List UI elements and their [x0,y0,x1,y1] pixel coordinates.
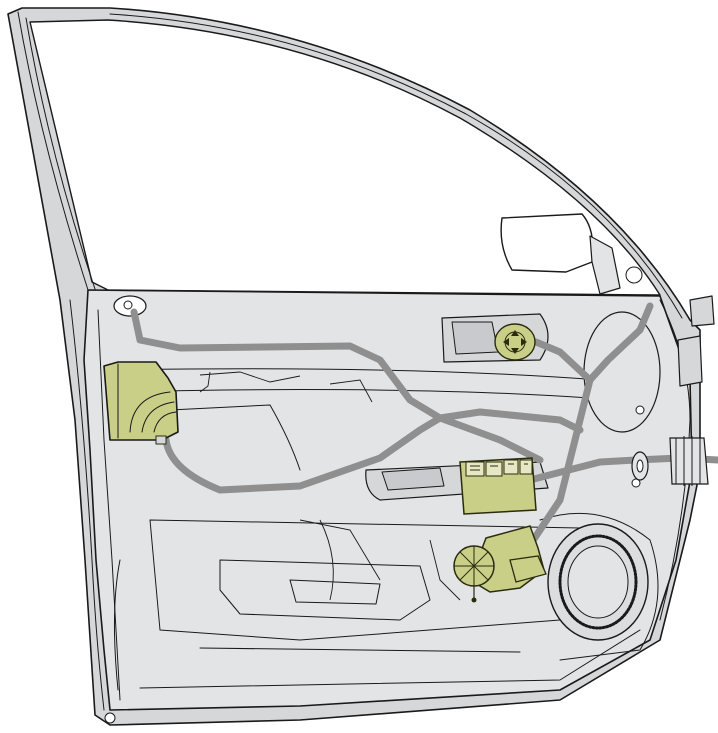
panel-hole [635,405,645,415]
mirror-adjust-switch [494,323,536,361]
wiring-harness [130,302,718,564]
side-mirror [500,213,594,273]
pull-handle [381,467,445,491]
hinge-bracket [689,295,715,327]
thin-wires [199,371,461,601]
speaker-cone [567,545,629,619]
panel-contour [219,559,431,621]
frame-top-line [109,13,683,319]
harness-branch [162,414,444,494]
harness-branch [532,302,654,384]
speaker-ring [558,534,638,630]
door-wiring-boot [631,436,709,486]
window-switch-panel [459,457,537,515]
panel-hole [631,478,641,488]
harness-branch [130,308,584,434]
panel-contour [199,647,521,653]
panel-contour [139,629,641,689]
hinge-bracket [677,335,703,387]
frame-inner-line-2 [25,17,97,293]
door-control-module [103,361,179,445]
panel-hole [104,712,116,724]
harness-branch [516,376,594,564]
panel-contour [289,579,381,605]
panel-contour [113,559,121,691]
panel-edge-strip [659,299,691,621]
latch-handle [451,321,499,355]
switch-button [465,461,485,477]
switch-button [485,461,503,477]
panel-edge-strip [69,299,105,711]
mirror-bracket [589,235,621,295]
switch-button [503,459,519,475]
panel-contour [109,368,601,381]
window-regulator-motor [453,525,547,603]
speaker-recess [539,512,659,661]
mirror-mount-screw [625,266,643,284]
frame-inner-line [17,11,89,291]
panel-edge-strip [97,309,121,701]
harness-branch [436,414,544,464]
grommet-center [123,300,133,310]
cable-grommet [113,295,147,317]
switch-button [519,459,533,475]
panel-contour [111,389,591,399]
